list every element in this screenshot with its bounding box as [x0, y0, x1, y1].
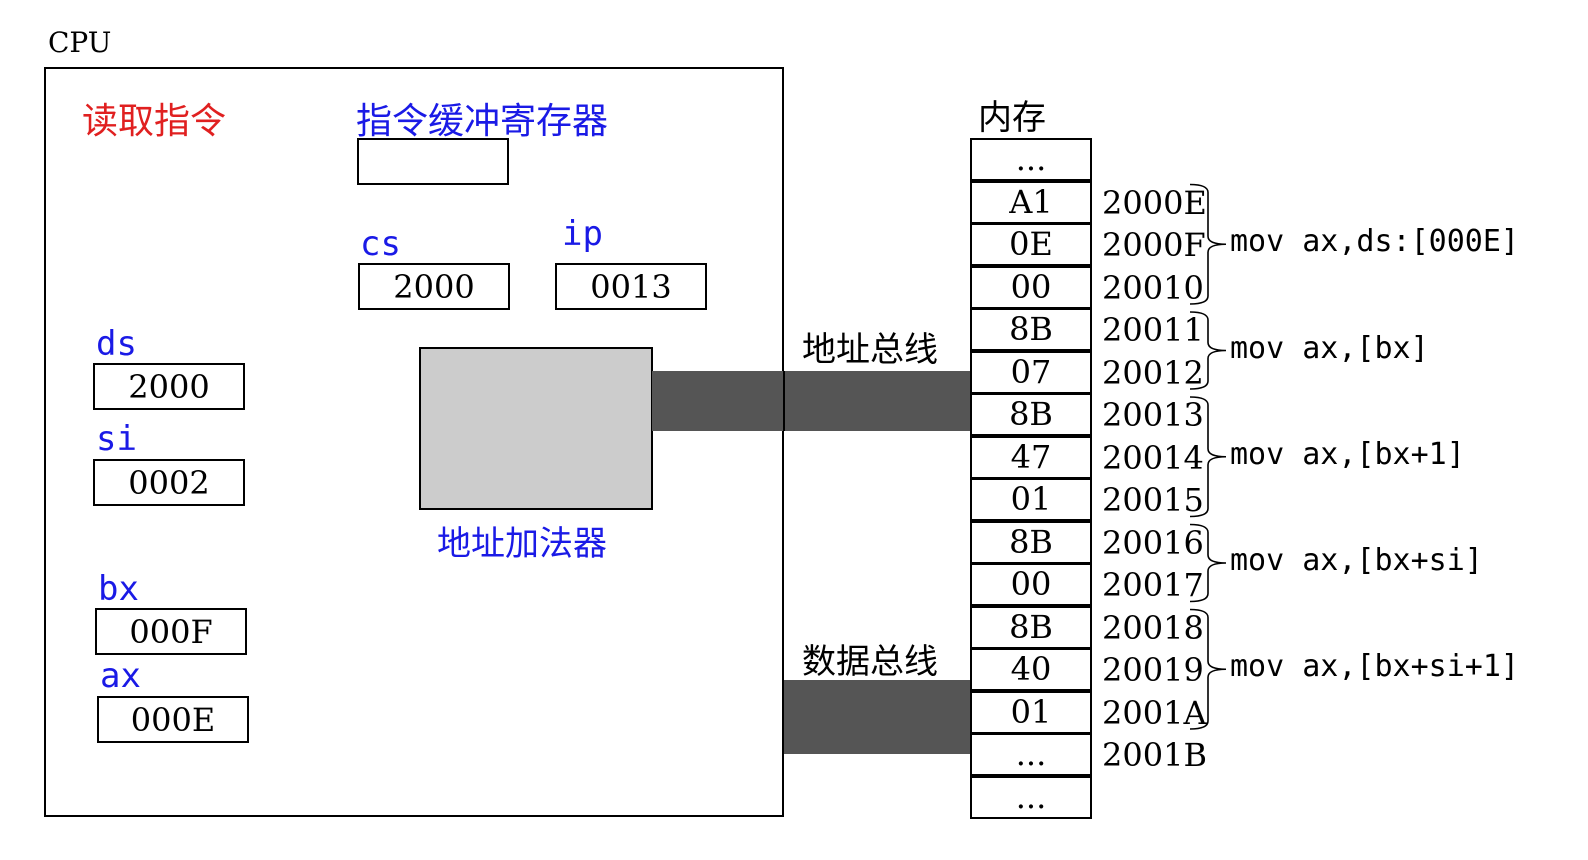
si-register-label: si: [96, 419, 137, 459]
memory-cell: A1: [970, 181, 1092, 224]
instruction-text: mov ax,ds:[000E]: [1230, 224, 1519, 260]
memory-address: 2000F: [1102, 226, 1206, 264]
memory-address: 20016: [1102, 524, 1204, 562]
memory-cell: 8B: [970, 393, 1092, 436]
ax-register-label: ax: [100, 656, 141, 696]
bx-register-label: bx: [98, 569, 139, 609]
memory-address: 20013: [1102, 396, 1204, 434]
memory-address: 2001B: [1102, 736, 1207, 774]
ds-register: 2000: [93, 363, 245, 410]
cs-register: 2000: [358, 263, 510, 310]
instruction-text: mov ax,[bx]: [1230, 330, 1429, 366]
ip-register-label: ip: [562, 214, 603, 254]
memory-cell: 01: [970, 691, 1092, 734]
address-bus: [652, 371, 970, 431]
instruction-buffer: [357, 138, 509, 185]
memory-cell: ...: [970, 138, 1092, 181]
memory-cell: 8B: [970, 308, 1092, 351]
memory-address: 20015: [1102, 481, 1204, 519]
address-bus-label: 地址总线: [802, 330, 938, 370]
instruction-text: mov ax,[bx+si]: [1230, 543, 1483, 578]
memory-address: 20011: [1102, 311, 1204, 349]
ip-register: 0013: [555, 263, 707, 310]
memory-address: 20012: [1102, 354, 1204, 392]
cpu-label: CPU: [48, 26, 112, 59]
instruction-buffer-label: 指令缓冲寄存器: [356, 101, 609, 142]
memory-cell: ...: [970, 733, 1092, 776]
address-adder-label: 地址加法器: [437, 524, 607, 564]
instruction-text: mov ax,[bx+1]: [1230, 436, 1465, 472]
ax-register: 000E: [97, 696, 249, 743]
data-bus-label: 数据总线: [802, 642, 938, 682]
memory-cell: 47: [970, 436, 1092, 479]
cs-register-label: cs: [360, 224, 401, 264]
memory-address: 20014: [1102, 439, 1204, 477]
cpu-box: [44, 67, 784, 817]
memory-address: 2001A: [1102, 694, 1207, 732]
memory-cell: 00: [970, 563, 1092, 606]
memory-address: 20017: [1102, 566, 1204, 604]
memory-cell: 8B: [970, 606, 1092, 649]
si-register: 0002: [93, 459, 245, 506]
memory-cell: 0E: [970, 223, 1092, 266]
memory-address: 20018: [1102, 609, 1204, 647]
memory-cell: 07: [970, 351, 1092, 394]
memory-cell: ...: [970, 776, 1092, 819]
bx-register: 000F: [95, 608, 247, 655]
memory-cell: 40: [970, 648, 1092, 691]
ds-register-label: ds: [96, 324, 137, 364]
instruction-text: mov ax,[bx+si+1]: [1230, 649, 1519, 685]
address-adder: [419, 347, 653, 510]
memory-address: 20019: [1102, 651, 1204, 689]
status-title: 读取指令: [82, 101, 227, 142]
memory-address: 2000E: [1102, 184, 1207, 222]
memory-cell: 01: [970, 478, 1092, 521]
memory-cell: 00: [970, 266, 1092, 309]
memory-title: 内存: [978, 98, 1046, 138]
data-bus: [784, 680, 970, 754]
memory-cell: 8B: [970, 521, 1092, 564]
address-bus-cpu-edge: [783, 371, 785, 431]
memory-address: 20010: [1102, 269, 1204, 307]
